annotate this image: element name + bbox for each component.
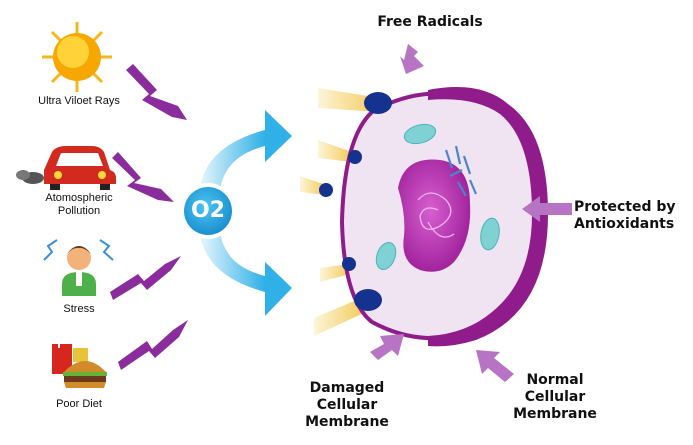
damaged-arrow (370, 334, 404, 360)
sun-icon (42, 22, 112, 92)
lightning-arrow-pollution (112, 152, 174, 202)
mitochondria (375, 123, 500, 271)
o2-label: O2 (190, 198, 225, 223)
o2-circle (180, 183, 236, 239)
blue-arrow-upper (200, 110, 292, 190)
free-radicals-arrow (400, 44, 424, 74)
label-normal-cellular-membrane: Normal Cellular Membrane (513, 372, 597, 422)
nucleus (398, 159, 471, 272)
label-protected-by-antioxidants: Protected by Antioxidants (574, 199, 676, 232)
lightning-arrow-diet (118, 320, 188, 370)
radical-beams (300, 88, 380, 336)
label-atmospheric-pollution: Atomospheric Pollution (45, 192, 113, 217)
lightning-arrow-uv (126, 64, 187, 120)
car-exhaust-icon (16, 146, 116, 190)
normal-arrow (476, 350, 514, 382)
stressed-person-icon (43, 239, 114, 296)
label-damaged-cellular-membrane: Damaged Cellular Membrane (305, 380, 389, 430)
cell (319, 87, 548, 347)
protected-arrow (522, 196, 572, 222)
label-free-radicals: Free Radicals (377, 14, 483, 30)
label-poor-diet: Poor Diet (56, 398, 102, 410)
chromosomes (444, 145, 478, 197)
normal-membrane (428, 87, 548, 347)
free-radical-dots (319, 92, 392, 311)
label-stress: Stress (63, 303, 95, 315)
label-ultra-violet-rays: Ultra Viloet Rays (38, 95, 120, 107)
lightning-arrow-stress (110, 256, 181, 300)
blue-arrow-lower (200, 232, 292, 316)
fast-food-icon (52, 336, 107, 388)
